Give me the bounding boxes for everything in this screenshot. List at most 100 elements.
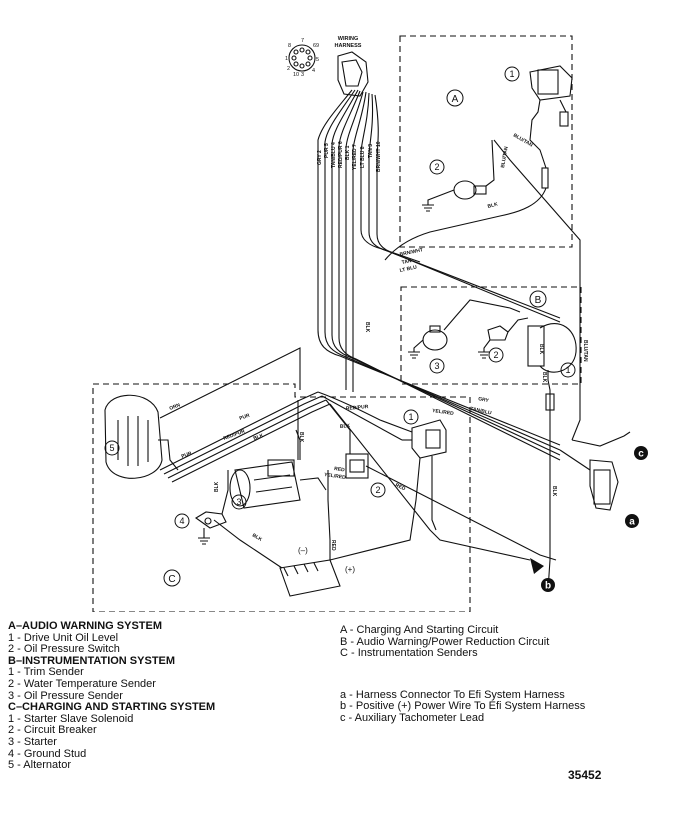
legend-circuit-item: A - Charging And Starting Circuit xyxy=(340,624,499,636)
callout-b-letter: b xyxy=(545,581,551,592)
starter-slave-solenoid xyxy=(402,419,447,459)
legend-item: 1 - Starter Slave Solenoid xyxy=(8,712,134,725)
component-number-b2: 2 xyxy=(493,350,498,360)
legend-item: 3 - Oil Pressure Sender xyxy=(8,689,123,702)
wire-label-blk-g: BLK xyxy=(298,432,304,443)
component-number-c1: 1 xyxy=(408,412,413,422)
wire-labels: BLU/TAN BLU/TAN BLU/TAN BLK BRN/WHT TAN … xyxy=(169,133,588,551)
drive-unit-oil-level xyxy=(529,65,573,189)
wire-label-blk-h: BLK xyxy=(214,481,220,492)
wire-label-blk-b: BLK xyxy=(538,344,544,355)
section-label-a: A xyxy=(452,94,459,105)
wire-label-blu-tan-c: BLU/TAN xyxy=(582,340,588,362)
power-wire-arrow xyxy=(530,558,544,574)
ground-stud xyxy=(194,470,229,545)
pin-number: 7 xyxy=(301,38,304,44)
wire-label-orn: ORN xyxy=(169,402,182,412)
wire-label-blk-j: BLK xyxy=(551,486,557,497)
pin-number: 5 xyxy=(316,57,319,63)
harness-wire-label: BRN/WHT 10 xyxy=(376,141,382,172)
wire-label-lt-blu: LT BLU xyxy=(399,264,418,274)
legend-item: 1 - Trim Sender xyxy=(8,666,84,679)
battery xyxy=(213,470,341,597)
harness-title-line1: WIRING xyxy=(338,36,358,42)
battery-negative-label: (–) xyxy=(298,546,308,555)
harness-wire-label: GRY 2 xyxy=(317,150,323,165)
pin-number: 1 xyxy=(285,56,288,62)
component-number-circles xyxy=(104,66,576,529)
harness-wire-labels: GRY 2 PUR 5 TAN/BLU 4 RED/PUR 6 BLK 1 YE… xyxy=(317,141,382,172)
legend-callout-item: a - Harness Connector To Efi System Harn… xyxy=(340,688,565,701)
wire-label-pur-b: PUR xyxy=(181,450,193,459)
component-number-b3: 3 xyxy=(434,361,439,371)
legend-callout-item: b - Positive (+) Power Wire To Efi Syste… xyxy=(340,700,586,713)
section-c-wiring xyxy=(159,347,631,591)
component-number-a2: 2 xyxy=(434,162,439,172)
wire-label-yel-red-a: YEL/RED xyxy=(432,408,455,417)
wire-label-blk-f: BLK xyxy=(340,423,351,430)
wire-label-blk-c: BLK xyxy=(541,372,547,383)
harness-wire-label: PUR 5 xyxy=(324,143,330,158)
wire-label-red-c: RED xyxy=(330,540,336,551)
wire-label-red-a: RED xyxy=(334,466,346,473)
wire-label-red-pur-a: RED/PUR xyxy=(223,428,247,441)
legend-circuit-item: C - Instrumentation Senders xyxy=(340,647,478,660)
section-a-box xyxy=(399,35,573,248)
pin-number: 10 xyxy=(293,72,299,78)
legend-circuits: A - Charging And Starting Circuit B - Au… xyxy=(340,624,670,725)
legend-item: 2 - Oil Pressure Switch xyxy=(8,643,120,656)
component-number-b1: 1 xyxy=(565,365,570,375)
component-number-c5: 5 xyxy=(109,443,114,453)
harness-wire-label: RED/PUR 6 xyxy=(338,141,344,168)
battery-positive-label: (+) xyxy=(345,565,355,574)
legend-item: 1 - Drive Unit Oil Level xyxy=(8,631,119,644)
legend-item: 3 - Starter xyxy=(8,735,57,748)
legend-item: 2 - Water Temperature Sender xyxy=(8,677,156,690)
wire-label-gry: GRY xyxy=(478,396,490,404)
legend-item: 2 - Circuit Breaker xyxy=(8,724,97,737)
wire-label-yel-red-b: YEL/RED xyxy=(324,472,347,481)
main-harness-bundle xyxy=(317,89,561,461)
harness-wire-label: TAN/BLU 4 xyxy=(331,142,337,168)
wire-label-blu-tan-a: BLU/TAN xyxy=(500,146,510,169)
wire-label-red-pur-b: RED/PUR xyxy=(346,404,369,412)
starter xyxy=(229,459,327,509)
water-temperature-sender xyxy=(478,317,529,359)
wire-label-tan: TAN xyxy=(401,258,412,266)
trim-sender xyxy=(527,323,577,425)
callout-b-marker xyxy=(541,578,555,592)
wiring-diagram: a b c WIRING HARNESS 1 2 3 4 5 6 7 8 9 1… xyxy=(92,35,648,612)
wire-label-tan-blu: TAN/BLU xyxy=(470,406,493,416)
legend-circuit-item: B - Audio Warning/Power Reduction Circui… xyxy=(340,635,550,648)
alternator xyxy=(104,394,179,479)
legend-item: 4 - Ground Stud xyxy=(8,747,87,760)
section-c-box xyxy=(92,383,471,612)
component-number-a1: 1 xyxy=(509,69,514,79)
wire-label-blk-e: BLK xyxy=(253,433,265,442)
callout-c-marker xyxy=(634,446,648,460)
section-b-box xyxy=(400,286,582,385)
callout-c-letter: c xyxy=(638,449,644,460)
section-label-c: C xyxy=(168,574,175,585)
legend-components: A–AUDIO WARNING SYSTEM 1 - Drive Unit Oi… xyxy=(8,620,328,772)
legend-heading: B–INSTRUMENTATION SYSTEM xyxy=(8,654,176,667)
blu-tan-wire-main xyxy=(493,139,581,441)
wire-label-red-b: RED xyxy=(394,482,406,492)
harness-wire-label: LT BLU 8 xyxy=(360,146,366,168)
pin-number: 2 xyxy=(287,66,290,72)
callout-a-marker xyxy=(625,514,639,528)
wire-label-brn-wht: BRN/WHT xyxy=(399,247,423,258)
component-number-c2: 2 xyxy=(375,485,380,495)
harness-pin-numbers: 1 2 3 4 5 6 7 8 9 10 xyxy=(285,38,319,78)
figure-number: 35452 xyxy=(568,768,602,782)
harness-wire-label: TAN 3 xyxy=(368,144,374,158)
wire-label-blk-d: BLK xyxy=(364,322,370,333)
pin-number: 3 xyxy=(301,72,304,78)
wire-label-blk-i: BLK xyxy=(251,533,263,544)
legend-item: 5 - Alternator xyxy=(8,759,71,772)
blk-wire-a xyxy=(384,187,547,261)
oil-pressure-switch xyxy=(422,180,487,212)
component-number-c4: 4 xyxy=(179,516,184,526)
pin-number: 6 xyxy=(313,43,316,49)
legend-heading: C–CHARGING AND STARTING SYSTEM xyxy=(8,701,216,714)
